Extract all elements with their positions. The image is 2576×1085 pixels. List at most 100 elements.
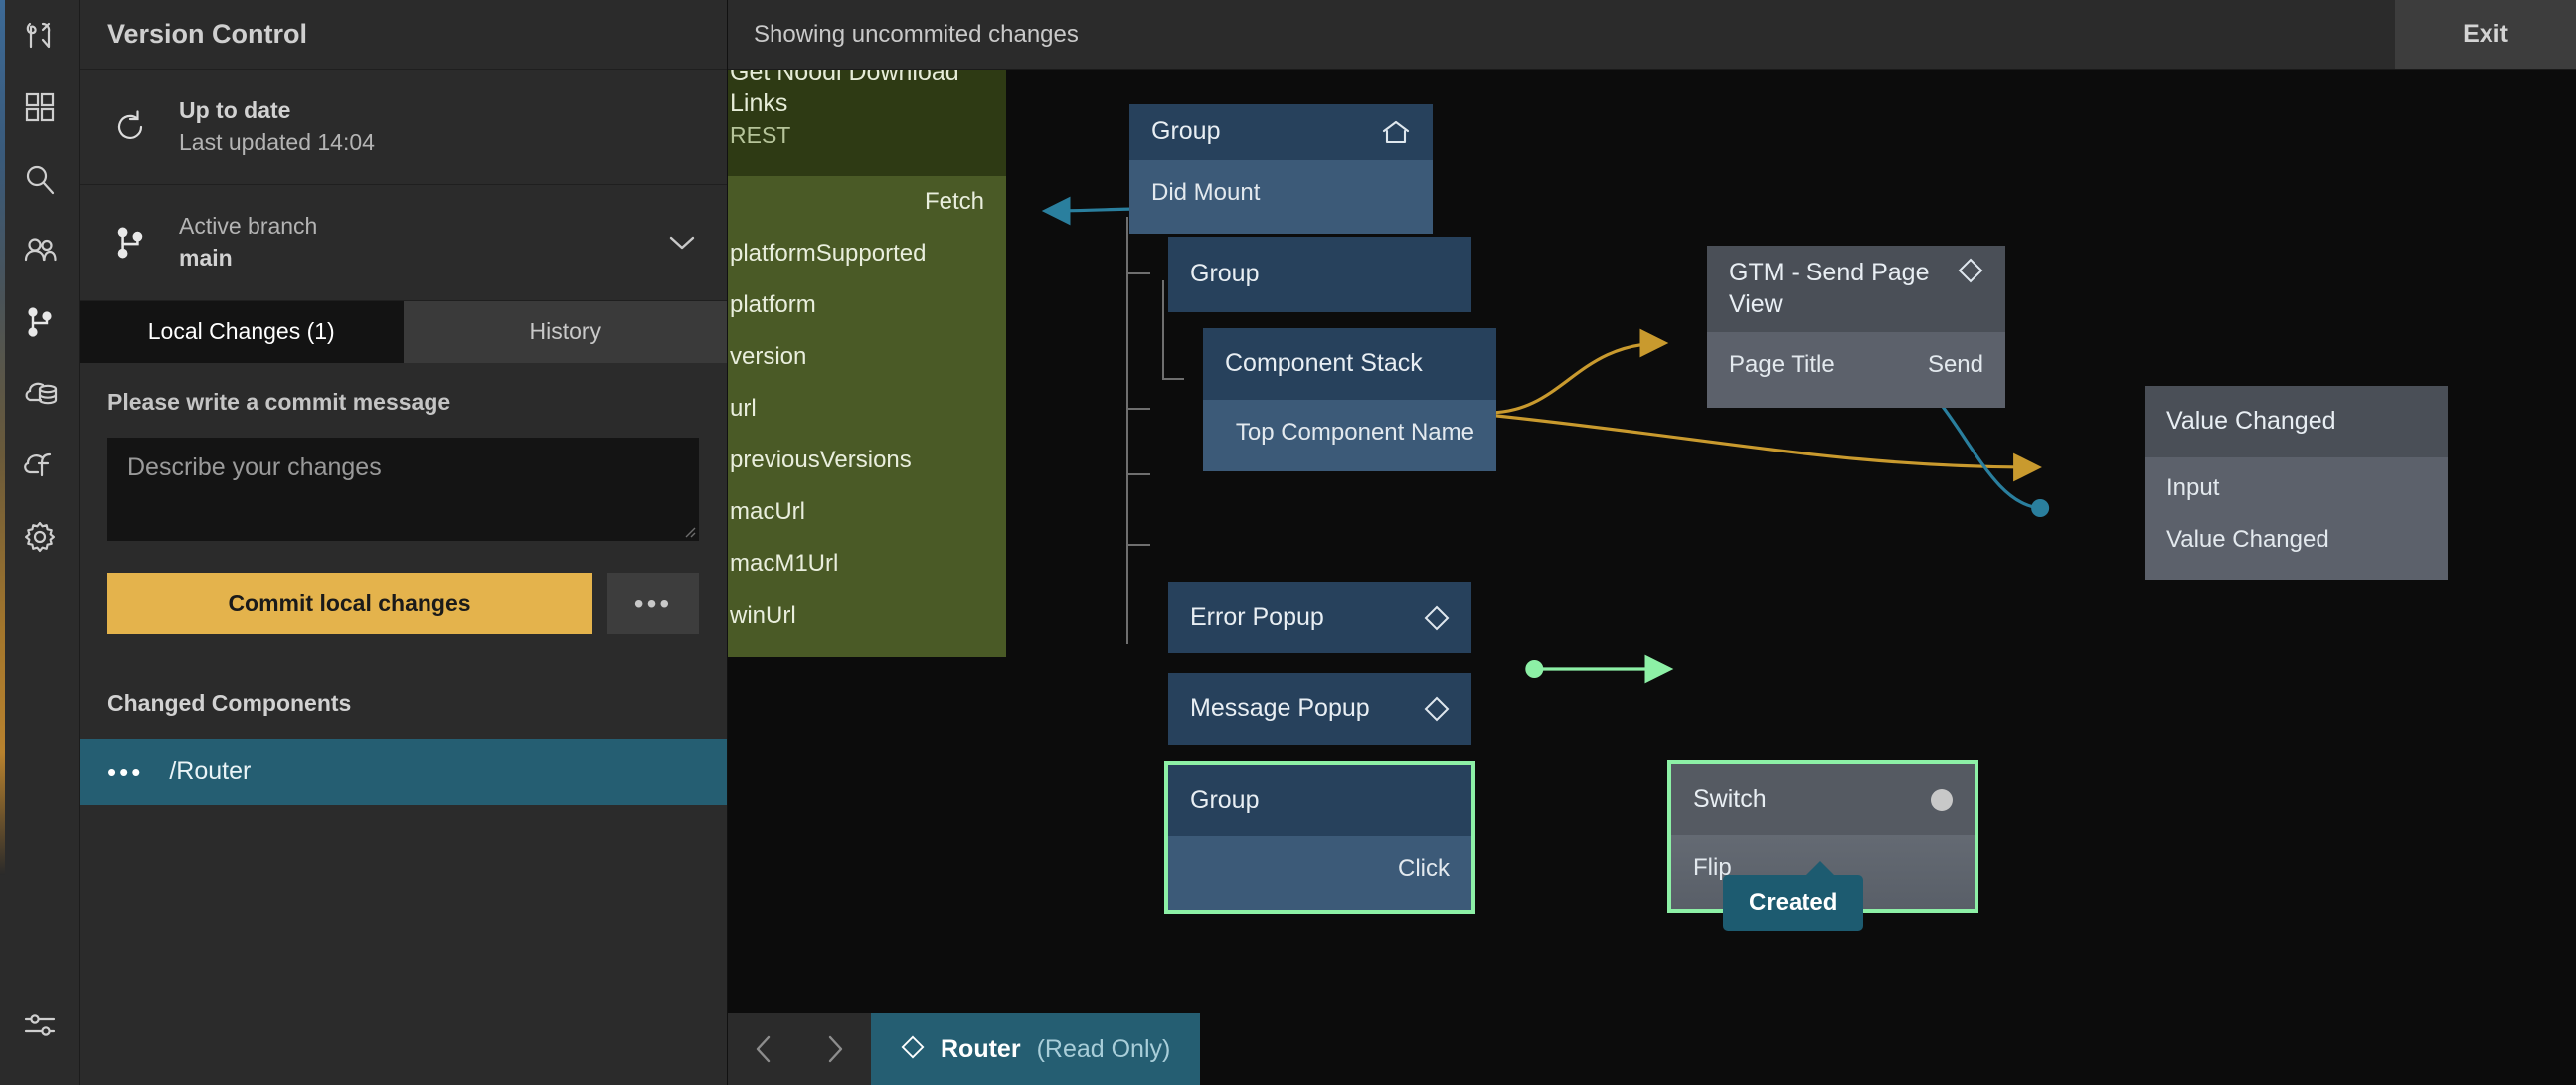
- sync-status-row[interactable]: Up to date Last updated 14:04: [80, 70, 727, 186]
- search-icon[interactable]: [0, 143, 80, 215]
- exit-button[interactable]: Exit: [2395, 0, 2576, 69]
- node-body: Fetch platformSupported platform version…: [728, 175, 1006, 657]
- node-title: Error Popup: [1190, 603, 1324, 631]
- node-header: Group: [1129, 104, 1433, 160]
- graph-canvas-area: Showing uncommited changes Exit: [728, 0, 2576, 1085]
- port-did-mount[interactable]: Did Mount: [1151, 178, 1261, 206]
- diamond-icon: [1424, 696, 1450, 722]
- chevron-left-icon[interactable]: [728, 1013, 799, 1085]
- panel-filler: [80, 804, 727, 1085]
- node-component-stack[interactable]: Component Stack Top Component Name: [1203, 328, 1496, 471]
- port-fetch[interactable]: Fetch: [924, 187, 984, 215]
- cloud-functions-icon[interactable]: [0, 430, 80, 501]
- port-click[interactable]: Click: [1398, 854, 1450, 882]
- commit-more-options-button[interactable]: •••: [607, 572, 699, 634]
- node-switch[interactable]: Switch Flip: [1667, 760, 1978, 913]
- node-message-popup[interactable]: Message Popup: [1168, 673, 1471, 745]
- port-platformSupported[interactable]: platformSupported: [730, 239, 927, 267]
- tab-router-readonly: (Read Only): [1036, 1034, 1171, 1063]
- sync-last-updated: Last updated 14:04: [179, 128, 375, 155]
- node-title: Group: [1190, 260, 1260, 287]
- item-more-icon[interactable]: •••: [107, 756, 144, 787]
- node-body: Input Value Changed: [2145, 456, 2448, 580]
- canvas-bottombar: Router (Read Only): [728, 1013, 2576, 1085]
- port-input[interactable]: Input: [2166, 473, 2220, 501]
- node-header: Message Popup: [1168, 673, 1471, 745]
- cloud-data-icon[interactable]: [0, 358, 80, 430]
- tab-local-changes[interactable]: Local Changes (1): [80, 300, 404, 363]
- tree-line-branch-component-stack: [1162, 378, 1184, 380]
- port-platform[interactable]: platform: [730, 290, 816, 318]
- tree-line-branch-group2: [1126, 272, 1150, 274]
- node-value-changed[interactable]: Value Changed Input Value Changed: [2145, 386, 2448, 580]
- tree-line-vertical-sub: [1162, 280, 1164, 380]
- tab-history[interactable]: History: [403, 300, 727, 363]
- active-branch-text: Active branch main: [179, 211, 639, 273]
- commit-message-input[interactable]: [107, 437, 699, 541]
- node-gtm-send-page-view[interactable]: GTM - Send Page View Page Title Send: [1707, 246, 2005, 408]
- gear-icon[interactable]: [0, 501, 80, 573]
- node-title: Group: [1151, 117, 1221, 145]
- node-header: Value Changed: [2145, 386, 2448, 457]
- tree-line-branch-group-click: [1126, 544, 1150, 546]
- created-badge: Created: [1723, 875, 1864, 931]
- node-header: Error Popup: [1168, 582, 1471, 653]
- node-header: GTM - Send Page View: [1707, 246, 2005, 332]
- node-graph[interactable]: Get Noodl Download Links REST Fetch plat…: [728, 70, 2576, 1085]
- port-previousVersions[interactable]: previousVersions: [730, 446, 912, 473]
- active-branch-row[interactable]: Active branch main: [80, 185, 727, 301]
- commit-actions: Commit local changes •••: [107, 572, 699, 634]
- node-header: Group: [1168, 237, 1471, 312]
- changed-component-item-router[interactable]: ••• /Router: [80, 738, 727, 805]
- commit-local-changes-button[interactable]: Commit local changes: [107, 572, 592, 634]
- noodl-logo-icon[interactable]: [0, 0, 80, 72]
- node-error-popup[interactable]: Error Popup: [1168, 582, 1471, 653]
- node-group-click[interactable]: Group Click: [1164, 761, 1475, 914]
- sliders-icon[interactable]: [0, 990, 80, 1061]
- version-control-branch-icon[interactable]: [0, 286, 80, 358]
- node-title: Get Noodl Download Links: [730, 70, 959, 117]
- node-body: Top Component Name: [1203, 399, 1496, 471]
- node-subtitle: REST: [730, 122, 791, 148]
- node-title: Message Popup: [1190, 694, 1370, 722]
- panel-title: Version Control: [80, 0, 727, 70]
- components-grid-icon[interactable]: [0, 72, 80, 143]
- changed-components-heading: Changed Components: [107, 689, 352, 716]
- port-send[interactable]: Send: [1927, 351, 1983, 378]
- node-rest-get-noodl-download-links[interactable]: Get Noodl Download Links REST Fetch plat…: [728, 70, 1006, 657]
- node-title: Value Changed: [2166, 407, 2336, 435]
- node-title: GTM - Send Page View: [1729, 259, 1930, 318]
- node-title: Switch: [1693, 785, 1767, 813]
- left-accent-strip: [0, 0, 5, 875]
- port-version[interactable]: version: [730, 342, 807, 370]
- active-branch-label: Active branch: [179, 213, 318, 240]
- diamond-icon: [901, 1035, 925, 1064]
- version-control-panel: Version Control Up to date Last updated …: [80, 0, 728, 1085]
- node-group-root[interactable]: Group Did Mount: [1129, 104, 1433, 234]
- port-page-title[interactable]: Page Title: [1729, 351, 1835, 378]
- port-url[interactable]: url: [730, 394, 757, 422]
- port-macUrl[interactable]: macUrl: [730, 497, 805, 525]
- tree-line-branch-message: [1126, 473, 1150, 475]
- chevron-down-icon[interactable]: [665, 234, 699, 252]
- commit-section: Please write a commit message Commit loc…: [80, 363, 727, 634]
- port-value-changed[interactable]: Value Changed: [2166, 525, 2329, 553]
- node-title: Component Stack: [1225, 349, 1423, 377]
- node-body: Click: [1168, 835, 1471, 910]
- active-branch-name: main: [179, 245, 233, 271]
- port-winUrl[interactable]: winUrl: [730, 601, 796, 629]
- chevron-right-icon[interactable]: [799, 1013, 871, 1085]
- uncommitted-changes-message: Showing uncommited changes: [754, 20, 1079, 48]
- node-group-2[interactable]: Group: [1168, 237, 1471, 312]
- left-icon-rail: [0, 0, 80, 1085]
- tab-router[interactable]: Router (Read Only): [871, 1013, 1201, 1085]
- port-macM1Url[interactable]: macM1Url: [730, 549, 839, 577]
- created-badge-arrow: [1806, 861, 1834, 875]
- port-top-component-name[interactable]: Top Component Name: [1235, 418, 1474, 446]
- collaborators-icon[interactable]: [0, 215, 80, 286]
- sync-status-label: Up to date: [179, 97, 291, 123]
- node-header: Switch: [1671, 764, 1975, 835]
- node-header: Group: [1168, 765, 1471, 836]
- refresh-icon[interactable]: [107, 109, 153, 145]
